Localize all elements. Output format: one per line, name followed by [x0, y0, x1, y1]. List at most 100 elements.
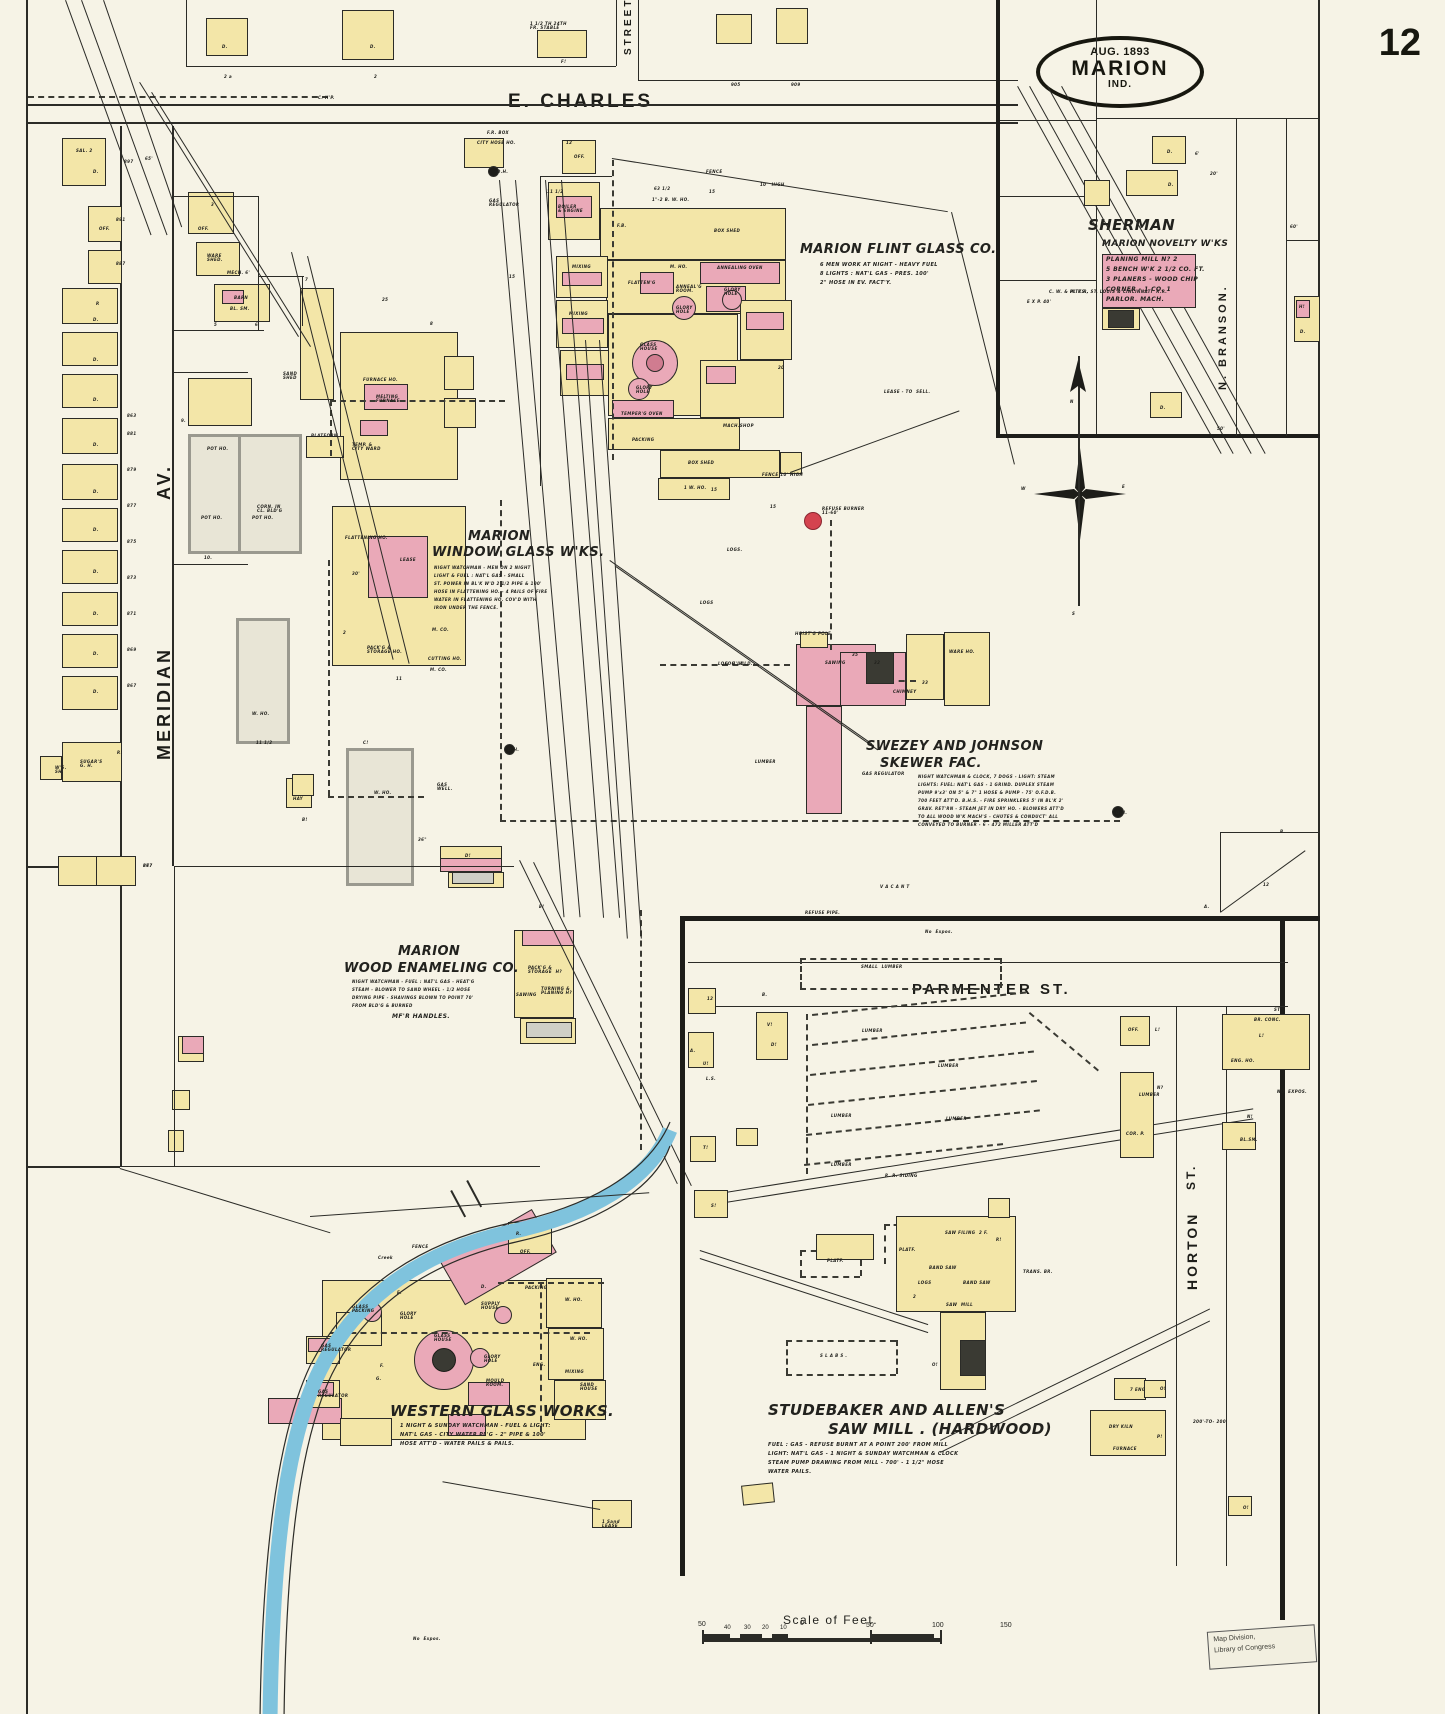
map-label: 869 [127, 647, 137, 652]
map-label: B! [302, 817, 308, 822]
building-western-wh2 [548, 1328, 604, 1380]
map-label: D. [93, 569, 99, 574]
map-label: 50' [1217, 426, 1225, 431]
map-label: PACKING [632, 437, 655, 442]
map-label: O! [1243, 1505, 1250, 1510]
building-annealing-room [640, 272, 674, 294]
map-label: FLATTENING HO. [345, 535, 388, 540]
map-label: 7 [305, 277, 309, 282]
meridian-east-curb [120, 126, 122, 866]
scale-tick-50r [870, 1630, 872, 1644]
building-small-3 [168, 1130, 184, 1152]
map-label: R. R. SIDING [885, 1173, 918, 1178]
dh-marker-north [488, 166, 499, 177]
building-packing-pink [522, 930, 574, 946]
map-label: BOX SHED [714, 228, 741, 233]
map-label: BARN [234, 295, 249, 300]
map-label: 9. [181, 418, 187, 423]
map-label: LUMBER [862, 1028, 883, 1033]
building-d-row-gray [452, 872, 494, 884]
map-label: GAS REGULATOR [862, 771, 905, 776]
compass-rose-icon [1034, 448, 1126, 540]
map-label: SAND SHED [283, 371, 298, 381]
map-label: W [1021, 486, 1026, 491]
map-label: M. HO. [670, 264, 688, 269]
building-ware-shed [196, 242, 240, 276]
map-label: SMALL LUMBER [861, 964, 903, 969]
map-label: L.S. [706, 1076, 717, 1081]
map-label: 863 [127, 413, 137, 418]
scale-num-150: 150 [1000, 1622, 1012, 1629]
map-label: TEMP. & CITY WARD [352, 442, 381, 452]
building-w-ho-flint [658, 478, 730, 500]
inset-lot-v [1096, 0, 1098, 434]
lot-line-b [174, 330, 264, 332]
map-label: D! [771, 1042, 777, 1047]
map-label: LUMBER [831, 1162, 852, 1167]
building-sugars-gh [62, 742, 122, 782]
flint-line-nw [540, 176, 612, 178]
map-label: BAND SAW [963, 1280, 991, 1285]
map-label: 873 [127, 575, 137, 580]
neatline-left [26, 0, 28, 1714]
map-label: D.H. [1116, 810, 1128, 815]
map-label: 25 [382, 297, 389, 302]
map-label: O! [932, 1362, 939, 1367]
building-br-conc [1222, 1014, 1310, 1070]
building-temp-ward [360, 420, 388, 436]
dash-prop-line-4 [330, 400, 505, 402]
map-label: POT HO. [201, 515, 223, 520]
map-label: E X P. 40' [1027, 299, 1052, 304]
map-label: 10. [204, 555, 213, 560]
map-label: PITTS., ST. LOUIS & CINCINNATI R.R. [1070, 289, 1168, 294]
map-label: ENG. HO. [1231, 1058, 1255, 1063]
map-label: WARE HO. [949, 649, 975, 654]
map-label: PACK'G & STORAGE HO. [367, 645, 403, 655]
map-label: U! [703, 1061, 709, 1066]
building-top-d1 [206, 18, 248, 56]
map-label: S! [711, 1203, 717, 1208]
building-top-d2 [342, 10, 394, 60]
map-label: GLORY HOLE [484, 1354, 501, 1364]
western-dash-3 [540, 1282, 542, 1432]
map-label: 877 [127, 503, 137, 508]
map-label: 6 [255, 322, 259, 327]
building-saw-mill-shed [816, 1234, 874, 1260]
map-label: 891 [116, 217, 126, 222]
building-flint-east-a [740, 300, 792, 360]
inset-north-line [1096, 118, 1320, 120]
swezey-note-3: 700 FEET ATT'D. B.H.S. - FIRE SPRINKLERS… [918, 798, 1064, 803]
map-label: S [1072, 611, 1076, 616]
lumber-pile-0r [1000, 958, 1002, 988]
map-label: TRANS. BR. [1023, 1269, 1053, 1274]
map-label: D. [1300, 329, 1306, 334]
map-label: SAW FILING 2 F. [945, 1230, 989, 1235]
building-sand-house [554, 1380, 606, 1420]
block-border-top [680, 916, 1320, 921]
map-label: PLATF. [827, 1258, 844, 1263]
map-label: NO EXPOS. [1277, 1089, 1308, 1094]
building-flint-off [562, 140, 596, 174]
swezey-note-4: GRAV. RET'RN - STEAM JET IN DRY HO. - BL… [918, 806, 1065, 811]
building-mixing-1-pink [562, 272, 602, 286]
map-label: SUPPLY HOUSE [481, 1301, 501, 1311]
building-dry-kiln [1090, 1410, 1166, 1456]
map-label: GLORY HOLE [400, 1311, 417, 1321]
slabs-dash-l [786, 1340, 788, 1374]
north-arrow-icon [1070, 360, 1086, 392]
platform-dash-1l [800, 1250, 802, 1276]
map-label: W. HO. [570, 1336, 588, 1341]
map-label: FENCE [412, 1244, 429, 1249]
map-label: CITY HOSE HO. [477, 140, 516, 145]
inset-border-left [996, 0, 1000, 438]
plant-title-western-glass: WESTERN GLASS WORKS. [390, 1402, 615, 1420]
dwelling-875 [62, 508, 118, 542]
window-note-3: HOSE IN FLATTENING HO. - 4 PAILS OF FIRE [434, 589, 548, 594]
map-label: D. [222, 44, 228, 49]
top-lot-v2 [616, 0, 618, 66]
branson-east-curb [1286, 118, 1288, 436]
building-western-f-g [340, 1418, 392, 1446]
sawmill-note-0: FUEL : GAS - REFUSE BURNT AT A POINT 200… [768, 1442, 949, 1448]
scale-bar-body [702, 1638, 942, 1642]
